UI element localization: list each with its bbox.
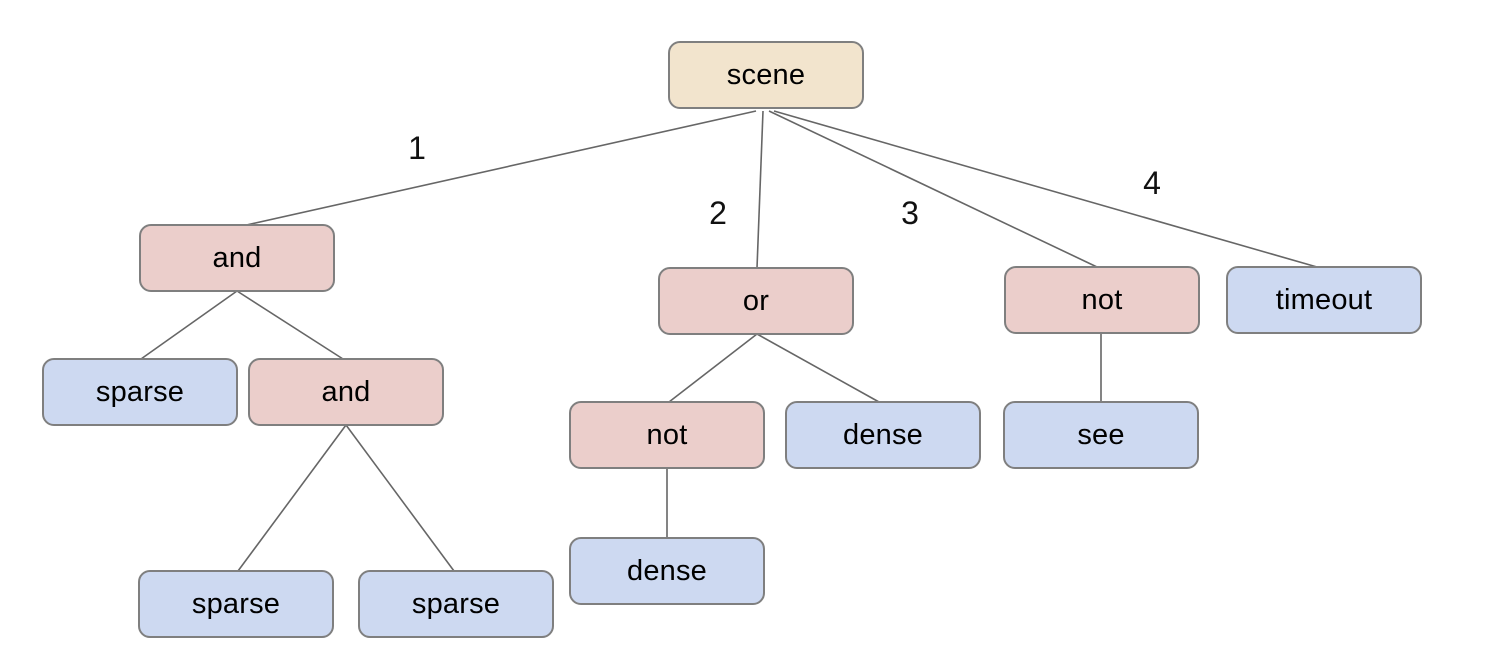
edge-label-4: 4 <box>1143 165 1161 201</box>
node-sparse-2: sparse <box>138 570 334 638</box>
node-not-2: not <box>569 401 765 469</box>
node-timeout: timeout <box>1226 266 1422 334</box>
edge-and2-sparse3 <box>345 424 455 572</box>
node-sparse-1: sparse <box>42 358 238 426</box>
edge-label-3: 3 <box>901 195 919 231</box>
edge-scene-or1 <box>756 110 764 269</box>
node-and-1: and <box>139 224 335 292</box>
node-dense-2: dense <box>569 537 765 605</box>
edge-scene-timeout <box>773 110 1318 268</box>
edge-and2-sparse2 <box>237 424 347 572</box>
edge-scene-not1 <box>768 110 1098 268</box>
node-scene: scene <box>668 41 864 109</box>
edge-scene-and1 <box>241 110 757 227</box>
node-or-1: or <box>658 267 854 335</box>
edge-label-2: 2 <box>709 195 727 231</box>
node-dense-1: dense <box>785 401 981 469</box>
edge-label-1: 1 <box>408 130 426 166</box>
edge-or1-not2 <box>668 333 758 403</box>
node-not-1: not <box>1004 266 1200 334</box>
node-and-2: and <box>248 358 444 426</box>
edge-and1-sparse1 <box>140 290 238 360</box>
edge-or1-dense1 <box>756 333 880 403</box>
node-see-1: see <box>1003 401 1199 469</box>
edge-and1-and2 <box>236 290 344 360</box>
node-sparse-3: sparse <box>358 570 554 638</box>
